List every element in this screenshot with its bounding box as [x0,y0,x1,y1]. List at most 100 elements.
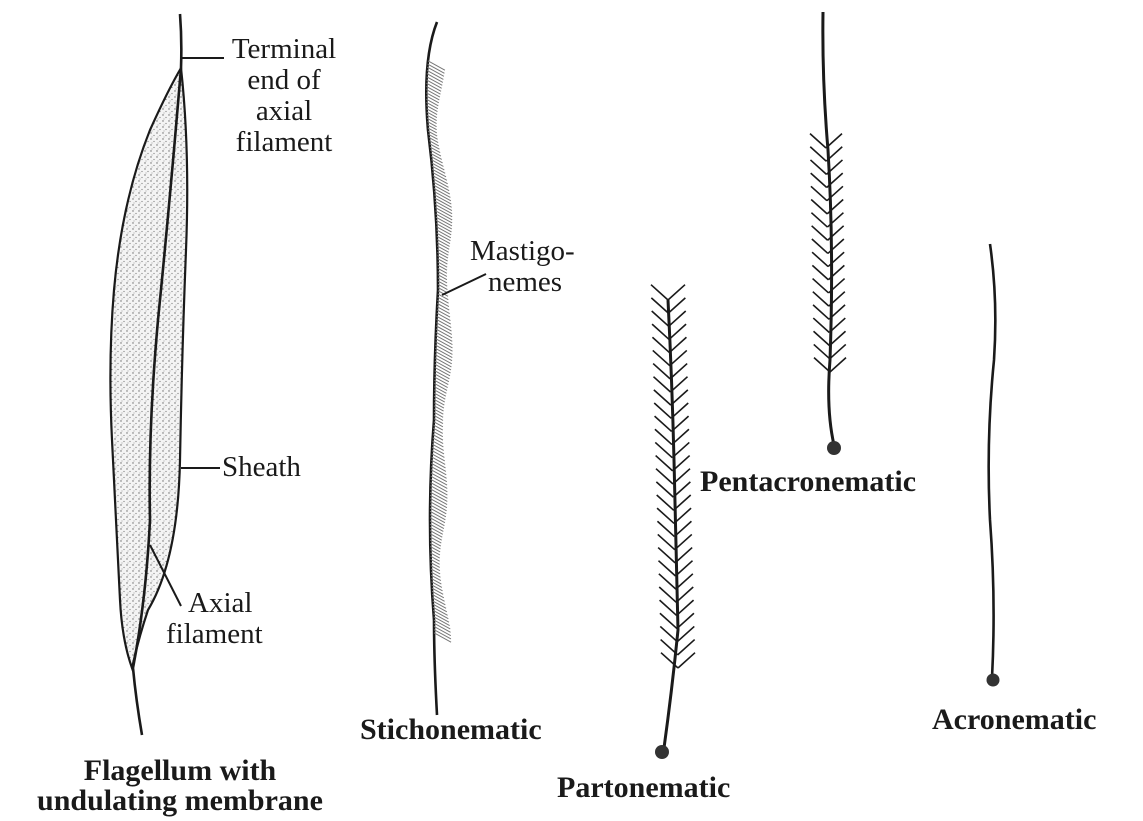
acronematic-axis [989,244,996,678]
mastigoneme-barb-right [830,344,846,358]
mastigoneme-barb-left [812,239,828,253]
sheath-label: Sheath [222,452,301,483]
axial-filament-line-1: Axial [166,588,263,619]
mastigoneme-barb-left [652,324,669,339]
mastigoneme-barb-left [810,147,826,161]
mastigoneme-hair [432,441,443,447]
mastigoneme-hair [437,243,449,250]
mastigoneme-barb-right [676,587,693,602]
acronematic-caption: Acronematic [932,704,1096,736]
mastigoneme-barb-right [669,311,686,326]
mastigoneme-barb-left [651,285,668,300]
mastigoneme-barb-left [812,226,828,240]
mastigonemes-line-2: nemes [470,267,575,298]
axial-filament-line-2: filament [166,619,263,650]
mastigoneme-hair [430,537,441,543]
mastigoneme-hair [434,399,444,405]
mastigoneme-barb-left [660,626,677,641]
mastigoneme-hair [437,240,450,247]
mastigoneme-hair [438,259,448,264]
mastigoneme-hair [437,304,449,311]
mastigoneme-hair [426,102,437,108]
mastigoneme-hair [430,527,443,534]
mastigoneme-barb-left [813,305,829,319]
mastigoneme-barb-left [812,252,828,266]
mastigoneme-barb-left [651,298,668,313]
mastigoneme-barb-left [660,600,677,615]
mastigoneme-barb-left [811,213,827,227]
mastigoneme-barb-left [655,416,672,431]
pentacronematic-axis [823,12,834,445]
mastigoneme-barb-left [811,173,827,187]
mastigoneme-barb-left [652,311,669,326]
mastigoneme-hair [432,444,443,450]
acronematic-basal-body [987,674,1000,687]
undulating-membrane-sheath [110,68,187,668]
mastigoneme-barb-left [659,587,676,602]
mastigoneme-barb-left [810,160,826,174]
stichonematic-flagellum [426,22,486,715]
mastigoneme-hair [437,307,450,314]
undulating-caption-line-2: undulating membrane [20,786,340,816]
undulating-caption: Flagellum with undulating membrane [20,756,340,816]
mastigoneme-hair [434,380,447,387]
mastigoneme-barb-right [670,350,687,365]
mastigoneme-barb-left [813,279,829,293]
mastigoneme-hair [426,93,439,100]
mastigoneme-hair [430,540,441,546]
mastigoneme-barb-left [657,495,674,510]
mastigoneme-barb-left [653,364,670,379]
mastigoneme-barb-left [814,358,830,372]
partonematic-basal-body [655,745,669,759]
mastigoneme-hair [427,109,437,115]
mastigoneme-hair [432,591,444,598]
mastigoneme-barb-right [678,640,695,655]
mastigoneme-barb-left [811,199,827,213]
mastigoneme-hair [437,252,448,258]
mastigoneme-hair [426,90,440,97]
mastigoneme-barb-right [678,653,695,668]
undulating-caption-line-1: Flagellum with [20,756,340,786]
mastigoneme-hair [432,447,444,454]
mastigoneme-barb-left [654,377,671,392]
mastigoneme-barb-left [654,390,671,405]
mastigoneme-hair [434,383,447,390]
mastigoneme-hair [437,310,450,317]
mastigoneme-barb-left [657,521,674,536]
mastigoneme-hair [430,524,443,531]
mastigoneme-barb-left [810,134,826,148]
mastigoneme-barb-left [656,482,673,497]
mastigoneme-hair [434,390,446,396]
mastigoneme-hair [432,451,444,458]
mastigoneme-barb-left [813,292,829,306]
mastigoneme-hair [437,246,449,252]
mastigoneme-hair [432,585,443,591]
mastigoneme-hair [433,438,443,444]
mastigoneme-barb-left [812,265,828,279]
mastigoneme-barb-right [830,358,846,372]
mastigoneme-hair [430,547,440,552]
mastigoneme-hair [426,99,438,106]
mastigoneme-hair [434,387,446,394]
mastigoneme-barb-right [676,574,693,589]
mastigoneme-barb-left [653,350,670,365]
mastigoneme-hair [434,396,445,402]
mastigoneme-barb-right [669,337,686,352]
mastigoneme-hair [434,393,445,399]
mastigoneme-hair [432,588,443,594]
mastigoneme-barb-left [659,561,676,576]
pentacronematic-basal-body [827,441,841,455]
mastigoneme-hair [437,249,448,255]
mastigoneme-barb-left [659,574,676,589]
mastigoneme-barb-left [813,318,829,332]
terminal-end-line-3: axial [228,96,340,127]
mastigoneme-barb-left [657,508,674,523]
mastigoneme-barb-right [668,285,685,300]
partonematic-caption: Partonematic [557,772,730,804]
terminal-end-line-4: filament [228,127,340,158]
mastigoneme-barb-left [814,331,830,345]
terminal-end-label: Terminal end of axial filament [228,34,340,158]
mastigoneme-hair [430,531,442,538]
